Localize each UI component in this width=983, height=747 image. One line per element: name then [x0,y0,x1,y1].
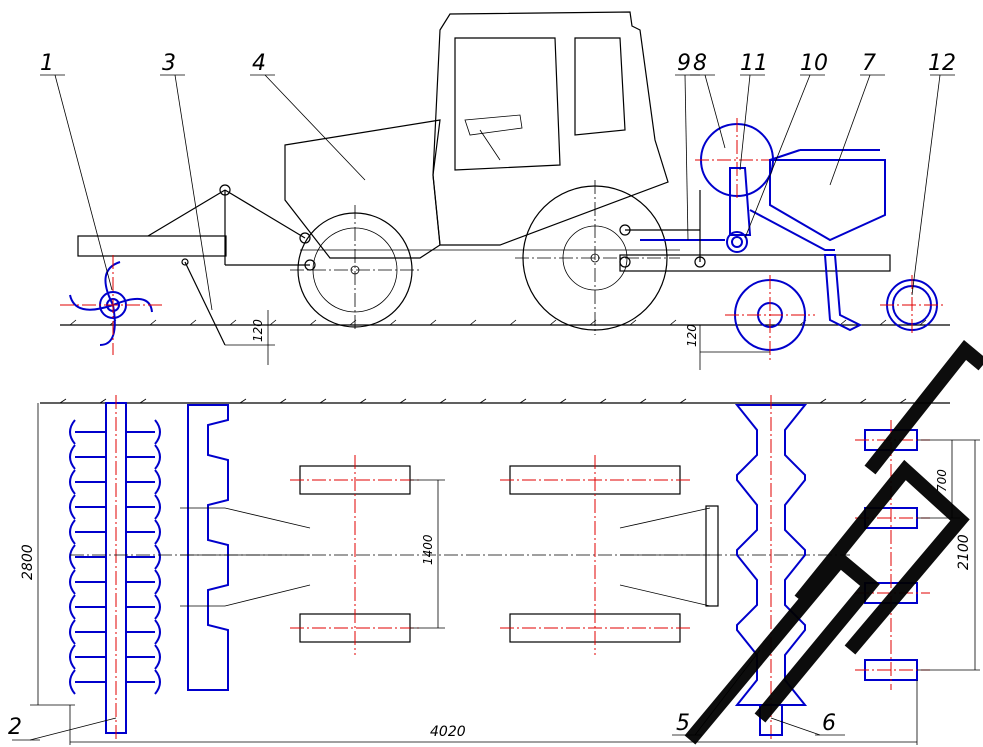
rear-frame [619,254,891,272]
callout-6: 6 [822,711,836,736]
callout-leaders-top [40,74,955,311]
callout-9: 9 [677,51,691,76]
plan-top-hatch [59,398,907,404]
callout-5: 5 [676,711,690,736]
rear-implement [619,118,945,360]
dim-2100: 2100 [956,534,972,570]
roller-12-plan [855,420,930,690]
callout-8: 8 [693,51,707,76]
rotor-plan [69,395,161,740]
dim-4020: 4020 [430,724,466,740]
dim-1400: 1400 [421,534,435,565]
callout-11: 11 [740,51,768,76]
dim-depth-left: 120 [251,319,265,342]
roller-5-plan [734,395,808,740]
watermark [684,340,983,745]
callout-4: 4 [252,51,266,76]
callout-3: 3 [162,51,176,76]
hopper-7 [769,159,886,242]
plan-dimensions [30,403,980,745]
front-hitch [77,184,316,346]
callout-2: 2 [8,715,22,740]
callout-12: 12 [928,51,956,76]
dim-700: 700 [935,469,949,492]
callout-7: 7 [862,51,876,76]
depth-dimensions [225,310,770,370]
tractor [284,11,680,335]
hitch-plan [180,507,711,607]
tine-bar [187,404,229,691]
dim-2800: 2800 [20,544,36,580]
ground-hatch [69,319,927,326]
tractor-hood [284,119,441,259]
dim-depth-right: 120 [685,324,699,347]
wheels-plan [290,455,690,655]
callout-10: 10 [800,51,828,76]
rotor-1 [60,255,165,355]
callout-1: 1 [40,51,54,76]
front-frame [77,235,227,257]
